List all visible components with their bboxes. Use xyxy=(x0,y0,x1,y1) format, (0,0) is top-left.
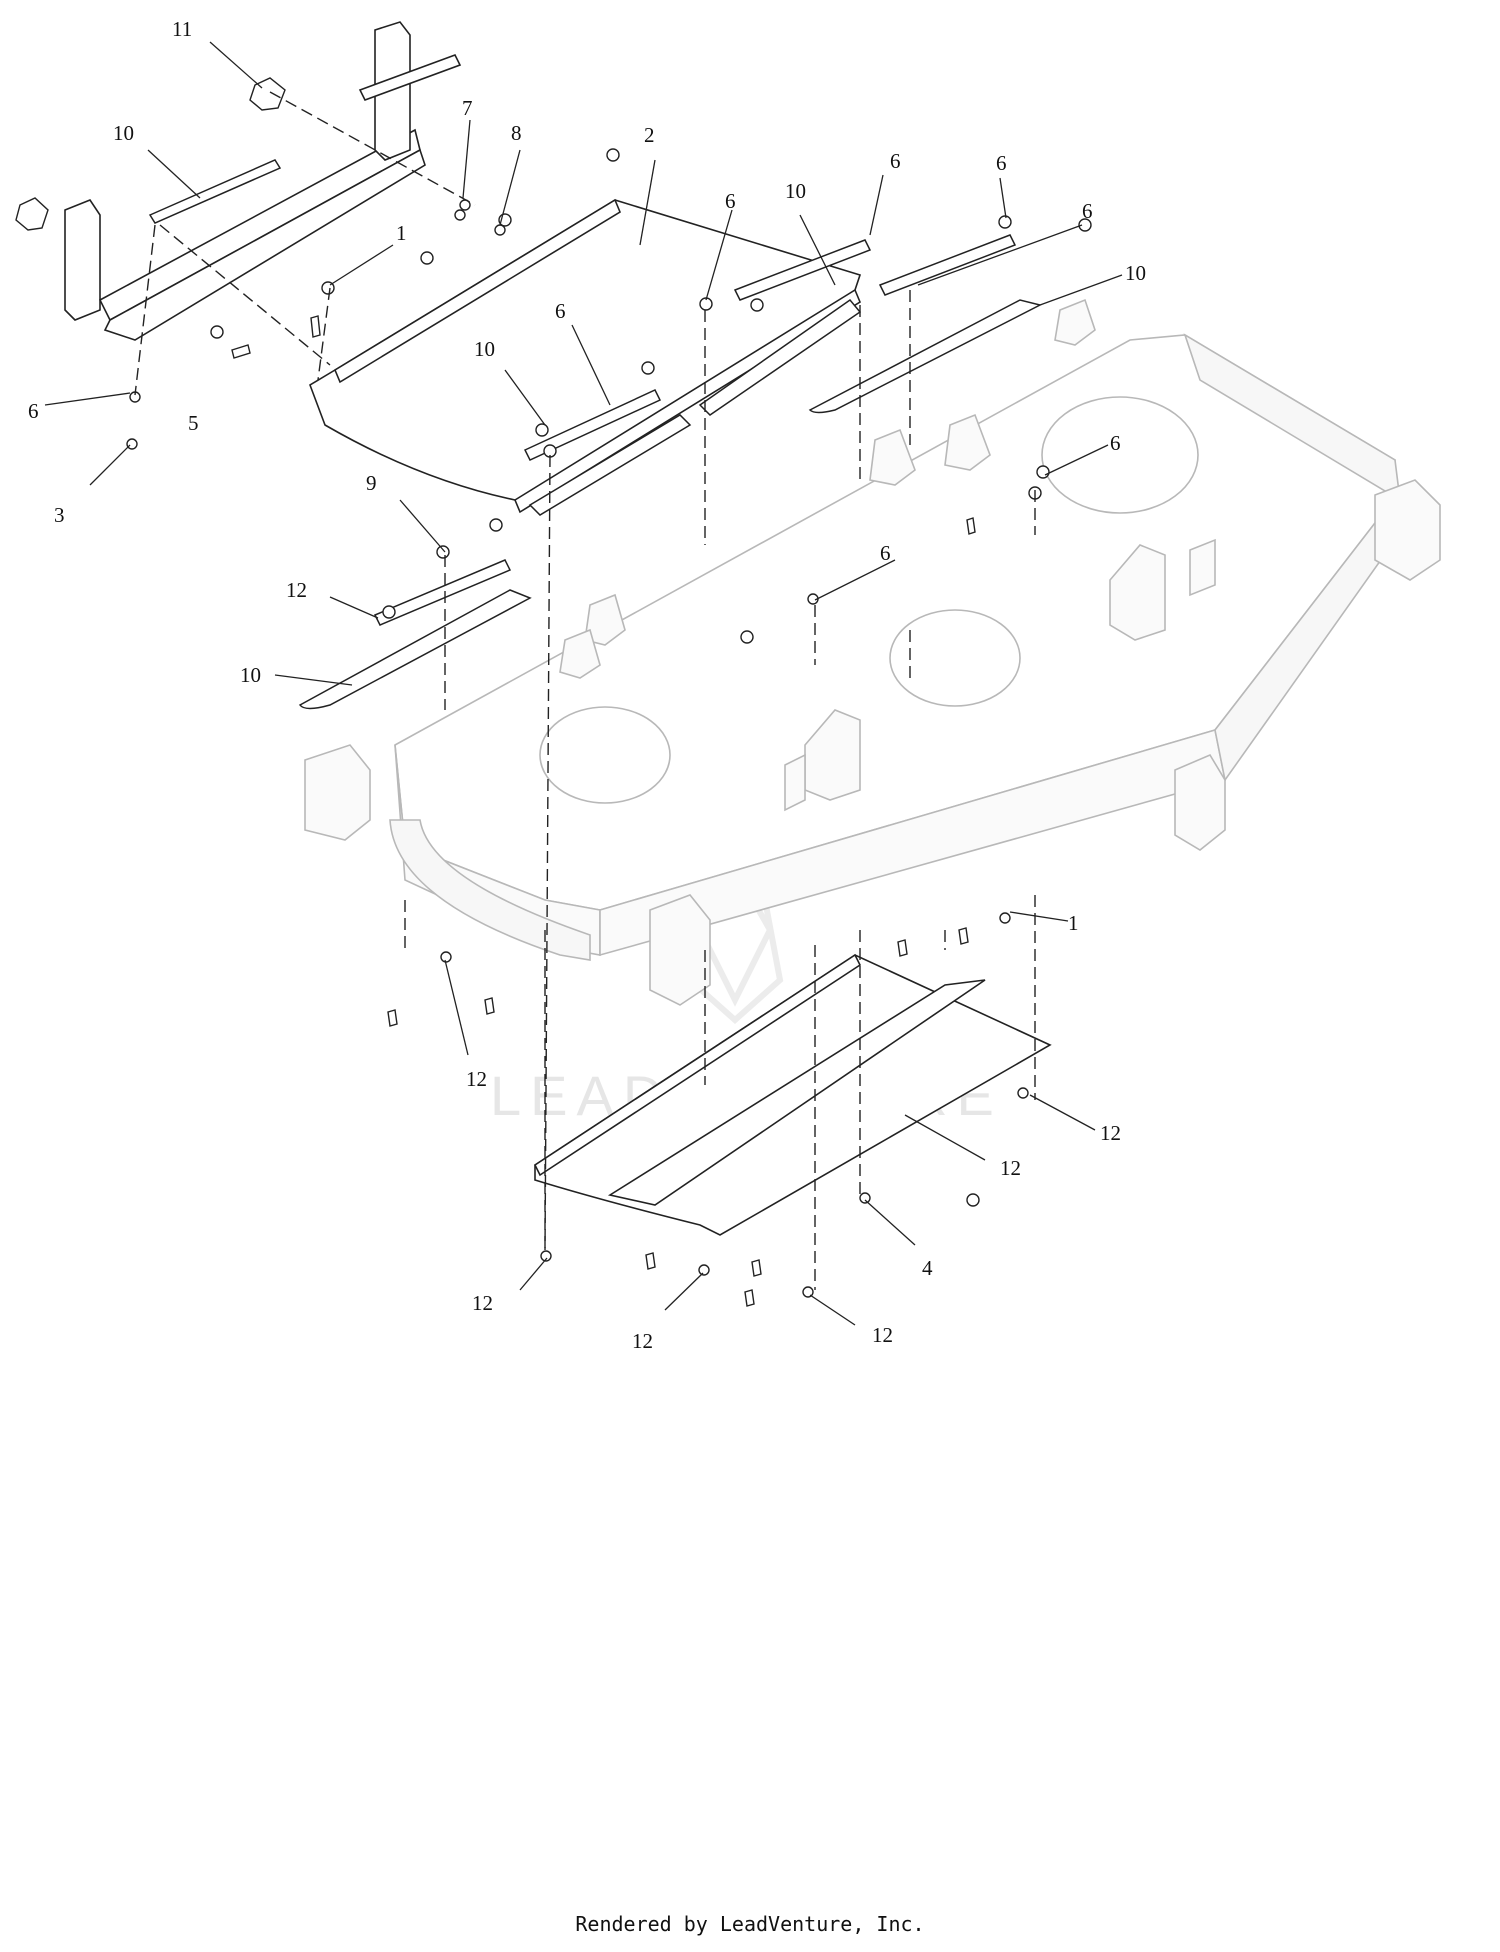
callout-12: 6 xyxy=(880,541,891,565)
callout-7: 7 xyxy=(462,96,473,120)
assembly-lines xyxy=(134,91,1036,1290)
callout-11: 11 xyxy=(172,17,192,41)
callout-10: 6 xyxy=(555,299,566,323)
callout-12: 1 xyxy=(1068,911,1079,935)
bracket-part-3 xyxy=(64,21,462,341)
callout-1: 10 xyxy=(1125,261,1146,285)
lower-baffle-part-4 xyxy=(533,953,1052,1236)
footer-credit: Rendered by LeadVenture, Inc. xyxy=(575,1912,925,1936)
callout-6: 6 xyxy=(1110,431,1121,455)
hardware xyxy=(15,77,1092,1307)
callout-6: 1 xyxy=(396,221,407,245)
plate-parts-1 xyxy=(298,298,1043,710)
knob-icon xyxy=(15,197,49,231)
callout-labels: 11 10 7 8 2 6 10 6 6 6 10 1 6 10 6 5 3 9… xyxy=(28,17,1146,1353)
callout-10: 12 xyxy=(286,578,307,602)
callout-6: 6 xyxy=(890,149,901,173)
callout-10: 10 xyxy=(785,179,806,203)
callout-8: 8 xyxy=(511,121,522,145)
mower-deck xyxy=(304,298,1441,1006)
callout-10: 6 xyxy=(1082,199,1093,223)
callout-3: 5 xyxy=(188,411,199,435)
callout-9: 3 xyxy=(54,503,65,527)
callout-6: 10 xyxy=(474,337,495,361)
callout-6: 6 xyxy=(996,151,1007,175)
callouts xyxy=(44,41,1123,1326)
callout-12: 12 xyxy=(472,1291,493,1315)
callout-12: 12 xyxy=(466,1067,487,1091)
knob-icon xyxy=(249,77,286,111)
callout-12: 4 xyxy=(922,1256,933,1280)
callout-12: 12 xyxy=(632,1329,653,1353)
callout-4: 12 xyxy=(1000,1156,1021,1180)
callout-6: 6 xyxy=(725,189,736,213)
callout-1: 10 xyxy=(240,663,261,687)
callout-2: 2 xyxy=(644,123,655,147)
callout-10: 10 xyxy=(113,121,134,145)
callout-5: 6 xyxy=(28,399,39,423)
callout-6: 9 xyxy=(366,471,377,495)
callout-6: 12 xyxy=(872,1323,893,1347)
callout-12: 12 xyxy=(1100,1121,1121,1145)
strap-parts-10 xyxy=(148,159,1017,626)
